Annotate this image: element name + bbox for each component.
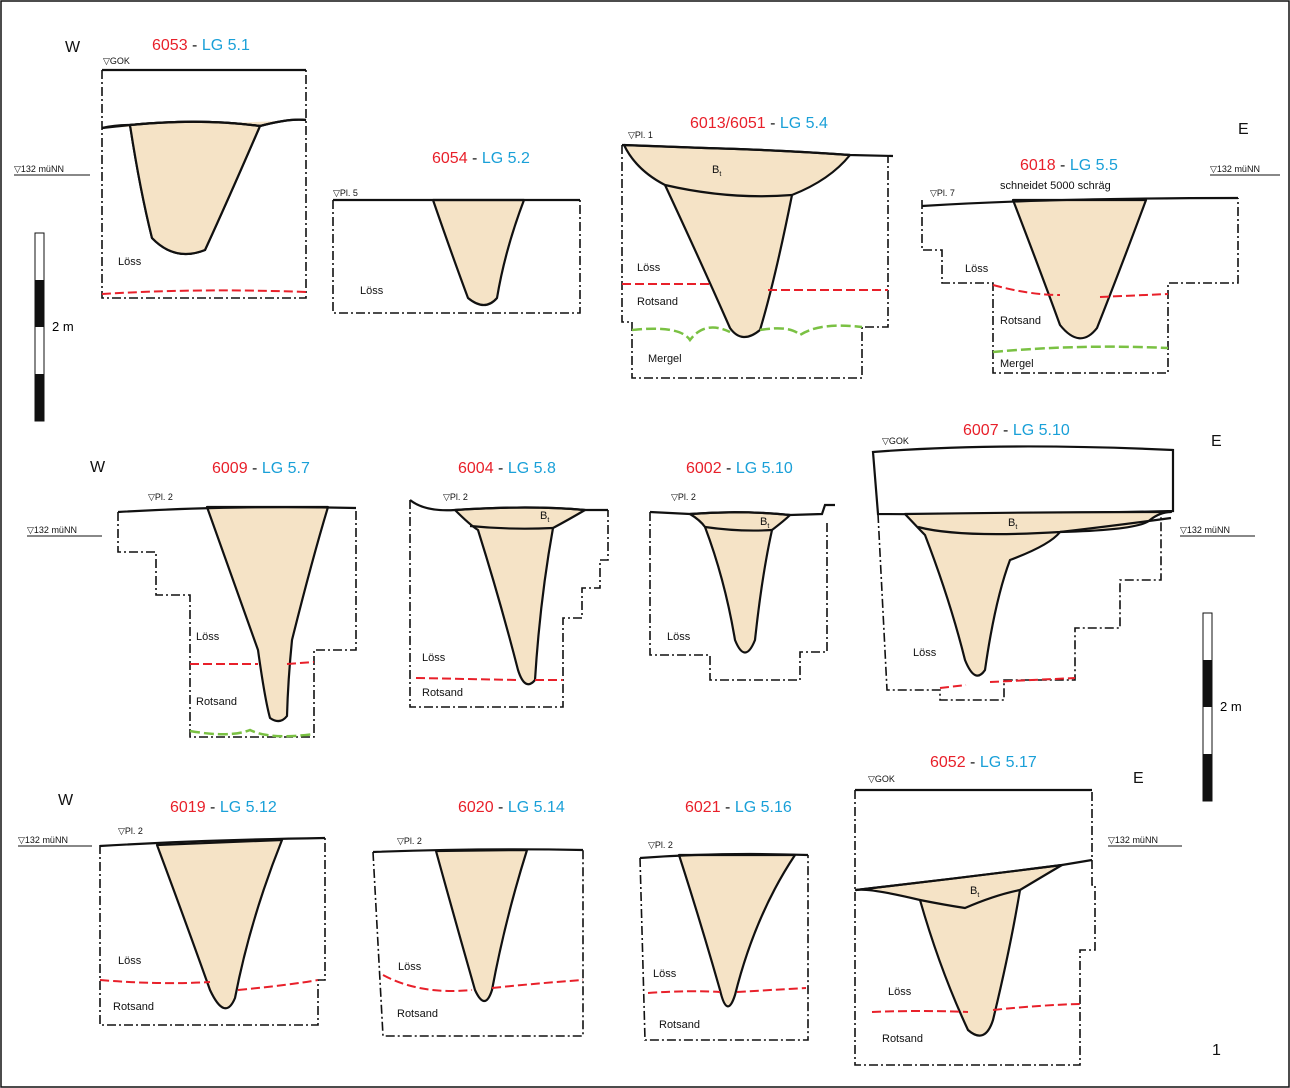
profile-6019: 6019 - LG 5.12 ▽Pl. 2 Löss Rotsand (99, 799, 326, 1026)
profile-6052: 6052 - LG 5.17 ▽GOK Bt Löss Rotsand (854, 754, 1096, 1066)
profile-6018: 6018 - LG 5.5 schneidet 5000 schräg ▽Pl.… (921, 157, 1239, 374)
layer-rotsand: Rotsand (397, 1008, 438, 1020)
profile-title: 6054 - LG 5.2 (432, 150, 530, 167)
layer-loess: Löss (653, 968, 677, 980)
layer-loess: Löss (196, 631, 220, 643)
layer-rotsand: Rotsand (422, 687, 463, 699)
layer-loess: Löss (422, 652, 446, 664)
profile-title: 6013/6051 - LG 5.4 (690, 115, 828, 132)
profile-6013-6051: 6013/6051 - LG 5.4 ▽Pl. 1 Bt Löss Rotsan… (621, 115, 894, 379)
svg-text:▽132 müNN: ▽132 müNN (18, 835, 68, 845)
layer-loess: Löss (398, 961, 422, 973)
height-marker-right: ▽132 müNN (1180, 525, 1255, 537)
layer-loess: Löss (637, 262, 661, 274)
layer-rotsand: Rotsand (659, 1019, 700, 1031)
figure-number: 1 (1212, 1042, 1221, 1059)
horizon-label: Bt (712, 164, 721, 178)
height-marker-left: ▽132 müNN (27, 525, 102, 537)
layer-mergel: Mergel (648, 353, 682, 365)
reference-level: ▽Pl. 2 (671, 492, 696, 502)
svg-text:▽132 müNN: ▽132 müNN (14, 164, 64, 174)
height-marker-right: ▽132 müNN (1108, 835, 1182, 847)
layer-loess: Löss (360, 285, 384, 297)
reference-level: ▽GOK (868, 774, 895, 784)
layer-loess: Löss (118, 955, 142, 967)
profile-6004: 6004 - LG 5.8 ▽Pl. 2 Bt Löss Rotsand (409, 460, 609, 708)
layer-rotsand: Rotsand (1000, 315, 1041, 327)
reference-level: ▽Pl. 2 (118, 826, 143, 836)
height-marker-left: ▽132 müNN (14, 164, 90, 176)
layer-rotsand: Rotsand (637, 296, 678, 308)
horizon-label: Bt (1008, 517, 1017, 531)
svg-text:▽132 müNN: ▽132 müNN (27, 525, 77, 535)
layer-loess: Löss (118, 256, 142, 268)
profile-title: 6007 - LG 5.10 (963, 422, 1070, 439)
scale-label: 2 m (1220, 699, 1242, 714)
direction-west: W (90, 459, 106, 476)
layer-loess: Löss (965, 263, 989, 275)
scale-label: 2 m (52, 319, 74, 334)
profile-title: 6020 - LG 5.14 (458, 799, 565, 816)
reference-level: ▽Pl. 2 (148, 492, 173, 502)
profile-title: 6053 - LG 5.1 (152, 37, 250, 54)
reference-level: ▽Pl. 2 (648, 840, 673, 850)
direction-east: E (1238, 121, 1249, 138)
profile-6002: 6002 - LG 5.10 ▽Pl. 2 Bt Löss (649, 460, 835, 681)
direction-east: E (1211, 433, 1222, 450)
profile-title: 6019 - LG 5.12 (170, 799, 277, 816)
profile-note: schneidet 5000 schräg (1000, 180, 1111, 192)
layer-loess: Löss (667, 631, 691, 643)
svg-text:▽132 müNN: ▽132 müNN (1210, 164, 1260, 174)
reference-level: ▽GOK (882, 436, 909, 446)
reference-level: ▽Pl. 1 (628, 130, 653, 140)
reference-level: ▽Pl. 2 (397, 836, 422, 846)
reference-level: ▽Pl. 5 (333, 188, 358, 198)
profile-title: 6009 - LG 5.7 (212, 460, 310, 477)
direction-west: W (58, 792, 74, 809)
profile-6053: 6053 - LG 5.1 ▽GOK Löss (101, 37, 307, 299)
reference-level: ▽Pl. 2 (443, 492, 468, 502)
profile-6054: 6054 - LG 5.2 ▽Pl. 5 Löss (332, 150, 581, 314)
profile-title: 6052 - LG 5.17 (930, 754, 1037, 771)
layer-rotsand: Rotsand (882, 1033, 923, 1045)
height-marker-left: ▽132 müNN (18, 835, 92, 847)
direction-east: E (1133, 770, 1144, 787)
svg-text:▽132 müNN: ▽132 müNN (1108, 835, 1158, 845)
svg-text:▽132 müNN: ▽132 müNN (1180, 525, 1230, 535)
profile-title: 6018 - LG 5.5 (1020, 157, 1118, 174)
layer-rotsand: Rotsand (113, 1001, 154, 1013)
layer-mergel: Mergel (1000, 358, 1034, 370)
layer-rotsand: Rotsand (196, 696, 237, 708)
horizon-label: Bt (970, 885, 979, 899)
scale-bar: 2 m (34, 232, 74, 422)
profile-title: 6004 - LG 5.8 (458, 460, 556, 477)
profile-6020: 6020 - LG 5.14 ▽Pl. 2 Löss Rotsand (372, 799, 584, 1037)
scale-bar: 2 m (1202, 612, 1242, 802)
height-marker-right: ▽132 müNN (1210, 164, 1280, 176)
profile-title: 6002 - LG 5.10 (686, 460, 793, 477)
horizon-label: Bt (540, 510, 549, 524)
layer-loess: Löss (913, 647, 937, 659)
direction-west: W (65, 39, 81, 56)
reference-level: ▽Pl. 7 (930, 188, 955, 198)
profile-title: 6021 - LG 5.16 (685, 799, 792, 816)
layer-loess: Löss (888, 986, 912, 998)
horizon-label: Bt (760, 516, 769, 530)
profile-6009: 6009 - LG 5.7 ▽Pl. 2 Löss Rotsand (117, 460, 357, 738)
reference-level: ▽GOK (103, 56, 130, 66)
profile-6021: 6021 - LG 5.16 ▽Pl. 2 Löss Rotsand (639, 799, 809, 1041)
profile-6007: 6007 - LG 5.10 ▽GOK Bt Löss (871, 422, 1175, 701)
